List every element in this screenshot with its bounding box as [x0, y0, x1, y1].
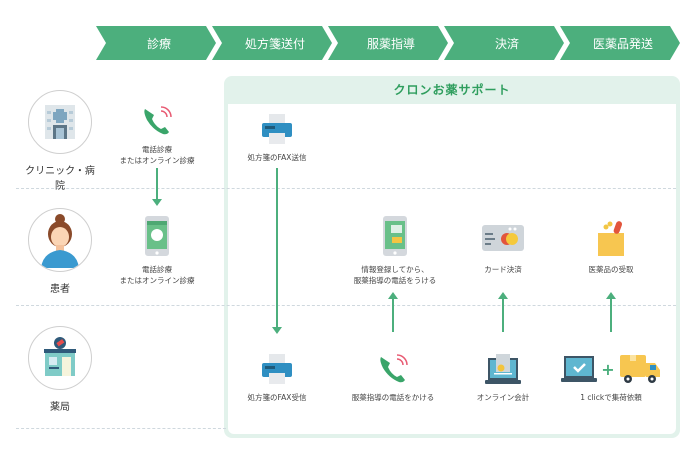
- node-label: 医薬品の受取: [588, 265, 634, 274]
- smartphone-call-icon: [102, 214, 212, 258]
- node-patient-phone-consult: 電話診療 またはオンライン診療: [102, 214, 212, 286]
- smartphone-form-icon: [340, 214, 450, 258]
- node-label: 電話診療 またはオンライン診療: [119, 265, 195, 285]
- step-prescription-send: 処方箋送付: [212, 26, 332, 60]
- node-info-register: 情報登録してから、 服薬指導の電話をうける: [340, 214, 450, 286]
- node-clinic-phone-consult: 電話診療 またはオンライン診療: [102, 104, 212, 166]
- arrow-up: [606, 292, 616, 332]
- credit-card-icon: [448, 218, 558, 258]
- actor-label: 薬局: [50, 402, 70, 413]
- arrow-down: [152, 168, 162, 206]
- patient-avatar-icon: [28, 208, 92, 272]
- curon-support-panel: クロンお薬サポート: [224, 76, 680, 438]
- hospital-icon: [28, 90, 92, 154]
- laptop-plus-truck-icons: +: [556, 352, 666, 386]
- laptop-check-icon: [561, 356, 598, 382]
- delivery-truck-icon: [619, 355, 660, 383]
- row-divider: [16, 305, 676, 306]
- laptop-billing-icon: [448, 352, 558, 386]
- actor-label: クリニック・病院: [25, 166, 95, 192]
- arrow-down: [272, 168, 282, 334]
- node-fax-send: 処方箋のFAX送信: [222, 112, 332, 163]
- node-label: 処方箋のFAX受信: [247, 393, 307, 402]
- node-fax-receive: 処方箋のFAX受信: [222, 352, 332, 403]
- row-divider: [16, 188, 676, 189]
- node-label: 処方箋のFAX送信: [247, 153, 307, 162]
- step-consultation: 診療: [96, 26, 216, 60]
- step-payment: 決済: [444, 26, 564, 60]
- panel-body: [228, 104, 676, 434]
- row-divider: [16, 428, 226, 429]
- pharmacy-icon: [28, 326, 92, 390]
- medicine-bag-icon: [556, 218, 666, 258]
- fax-machine-icon: [222, 112, 332, 146]
- phone-ringing-icon: [338, 352, 448, 386]
- node-label: 電話診療 またはオンライン診療: [119, 145, 195, 165]
- phone-ringing-icon: [102, 104, 212, 138]
- node-card-payment: カード決済: [448, 218, 558, 275]
- node-guidance-call: 服薬指導の電話をかける: [338, 352, 448, 403]
- fax-machine-icon: [222, 352, 332, 386]
- node-label: 服薬指導の電話をかける: [351, 393, 435, 402]
- arrow-up: [388, 292, 398, 332]
- process-steps: 診療 処方箋送付 服薬指導 決済 医薬品発送: [96, 26, 680, 60]
- actor-clinic: クリニック・病院: [22, 90, 98, 192]
- step-shipping: 医薬品発送: [560, 26, 680, 60]
- node-label: カード決済: [484, 265, 522, 274]
- node-online-billing: オンライン会計: [448, 352, 558, 403]
- node-label: オンライン会計: [476, 393, 530, 402]
- actor-label: 患者: [50, 284, 70, 295]
- node-label: 情報登録してから、 服薬指導の電話をうける: [353, 265, 437, 285]
- panel-title: クロンお薬サポート: [393, 83, 511, 97]
- step-medication-guidance: 服薬指導: [328, 26, 448, 60]
- arrow-up: [498, 292, 508, 332]
- node-receive-medicine: 医薬品の受取: [556, 218, 666, 275]
- actor-pharmacy: 薬局: [22, 326, 98, 413]
- actor-patient: 患者: [22, 208, 98, 295]
- plus-icon: +: [601, 359, 615, 379]
- node-one-click-shipping: + 1 clickで集荷依頼: [556, 352, 666, 403]
- node-label: 1 clickで集荷依頼: [580, 393, 642, 402]
